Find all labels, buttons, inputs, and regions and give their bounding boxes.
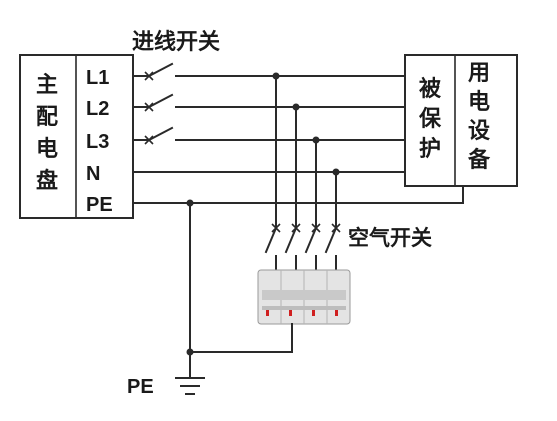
air-switch-label: 空气开关: [348, 226, 432, 250]
main-panel-char-4: 盘: [36, 168, 58, 194]
equipment-char-1: 用: [468, 61, 490, 86]
protect-char-2: 保: [418, 107, 442, 132]
line-l1: [132, 62, 406, 81]
terminal-l3: L3: [86, 131, 109, 153]
equipment-char-4: 备: [467, 147, 491, 173]
equipment-box: [404, 54, 518, 187]
ground-wire: [189, 202, 293, 379]
ground-symbol-icon: [175, 377, 205, 395]
incoming-switch-title: 进线开关: [132, 29, 220, 55]
line-l2: [132, 93, 406, 112]
surge-protector-device: [257, 269, 351, 325]
line-l3: [132, 126, 406, 145]
air-switch-feeders: [275, 75, 337, 229]
protect-char-3: 护: [419, 137, 441, 162]
main-panel-char-1: 主: [36, 73, 58, 98]
protect-char-1: 被: [419, 77, 442, 102]
terminal-l2: L2: [86, 98, 109, 120]
equipment-char-2: 电: [468, 90, 490, 115]
terminal-pe: PE: [86, 194, 113, 216]
main-panel-char-3: 电: [36, 137, 58, 162]
terminal-l1: L1: [86, 67, 109, 89]
line-pe: [132, 185, 464, 204]
equipment-char-3: 设: [468, 119, 490, 144]
ground-label: PE: [127, 376, 154, 398]
main-panel-char-2: 配: [36, 105, 58, 130]
terminal-n: N: [86, 163, 100, 185]
air-switch-contacts: [264, 223, 341, 273]
